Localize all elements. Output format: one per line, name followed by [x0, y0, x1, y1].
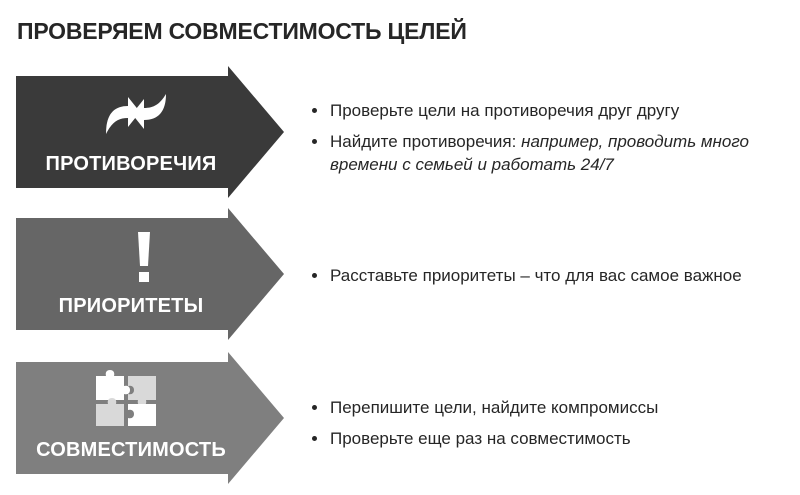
list-item: Перепишите цели, найдите компромиссы — [310, 396, 780, 419]
step-arrow-compatibility: СОВМЕСТИМОСТЬ — [16, 352, 286, 484]
page-title: ПРОВЕРЯЕМ СОВМЕСТИМОСТЬ ЦЕЛЕЙ — [17, 18, 467, 44]
list-item: Проверьте еще раз на совместимость — [310, 427, 780, 450]
step-label: ПРИОРИТЕТЫ — [58, 295, 204, 317]
step-1-bullets: Проверьте цели на противоречия друг друг… — [310, 99, 780, 184]
puzzle-icon — [96, 370, 156, 426]
arrow-shape — [16, 66, 284, 198]
step-3-bullets: Перепишите цели, найдите компромиссы Про… — [310, 396, 780, 458]
step-label: СОВМЕСТИМОСТЬ — [36, 439, 226, 461]
list-item: Проверьте цели на противоречия друг друг… — [310, 99, 780, 122]
list-item: Расставьте приоритеты – что для вас само… — [310, 264, 790, 287]
step-2-bullets: Расставьте приоритеты – что для вас само… — [310, 264, 790, 295]
exclamation-icon — [138, 232, 150, 282]
step-arrow-priorities: ПРИОРИТЕТЫ — [16, 208, 286, 340]
opposing-arrows-icon — [106, 94, 166, 134]
step-label: ПРОТИВОРЕЧИЯ — [45, 153, 217, 175]
list-item: Найдите противоречия: например, проводит… — [310, 130, 780, 176]
arrow-shape — [16, 208, 284, 340]
step-arrow-contradictions: ПРОТИВОРЕЧИЯ — [16, 66, 286, 198]
